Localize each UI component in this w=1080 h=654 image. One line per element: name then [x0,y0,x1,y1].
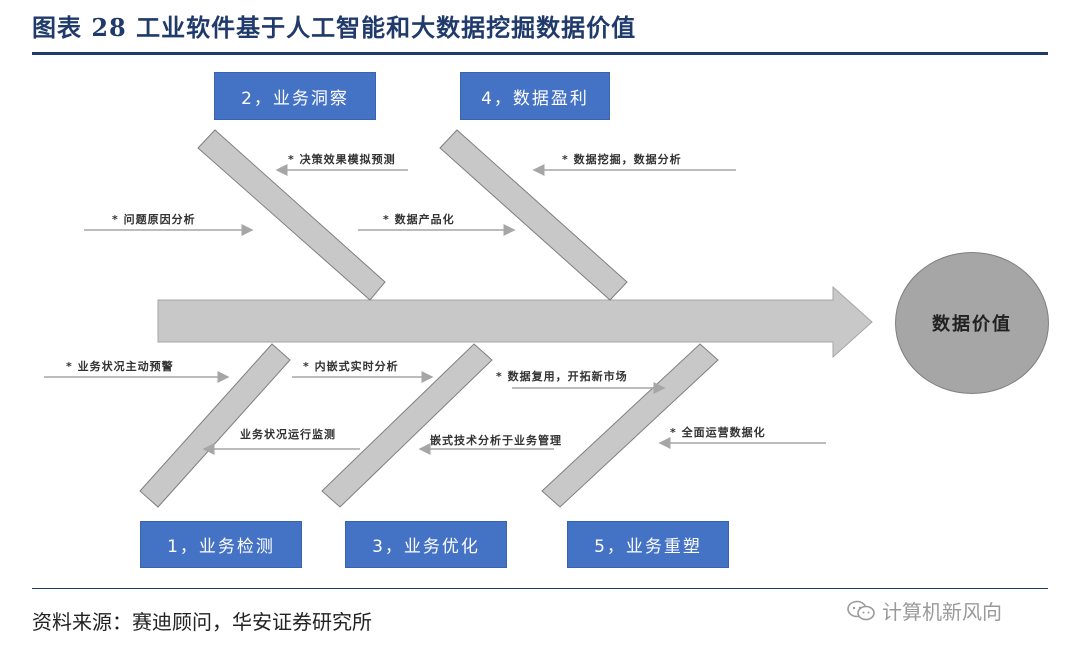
bone-data-profit [439,129,628,301]
cause-label: * 数据复用，开拓新市场 [496,370,628,383]
watermark: 计算机新风向 [846,596,1002,625]
bone-business-reshape [541,343,719,508]
title-divider [32,52,1048,55]
cause-label: * 数据产品化 [383,213,455,226]
category-box-business-insight: 2，业务洞察 [214,72,376,120]
source-note: 资料来源：赛迪顾问，华安证券研究所 [32,610,372,634]
cause-label: 嵌式技术分析于业务管理 [430,434,562,447]
wechat-icon [847,600,875,620]
category-box-business-detect: 1，业务检测 [140,521,302,568]
watermark-text: 计算机新风向 [882,600,1002,624]
category-box-data-profit: 4，数据盈利 [460,72,610,120]
cause-label: * 数据挖掘，数据分析 [562,153,682,166]
category-box-business-reshape: 5，业务重塑 [567,521,729,568]
cause-label: * 问题原因分析 [112,213,196,226]
cause-label: * 业务状况主动预警 [66,360,174,373]
cause-label: 业务状况运行监测 [240,428,336,441]
category-box-business-optimize: 3，业务优化 [345,521,507,568]
spine-arrow [157,285,873,359]
result-circle: 数据价值 [895,252,1049,394]
cause-label: * 全面运营数据化 [670,426,766,439]
cause-label: * 决策效果模拟预测 [288,153,396,166]
cause-label: * 内嵌式实时分析 [303,360,399,373]
bone-business-detect [139,343,291,508]
figure-title: 图表 28 工业软件基于人工智能和大数据挖掘数据价值 [32,13,637,42]
bone-business-insight [197,129,386,301]
footer-divider [32,588,1048,589]
bone-business-optimize [321,343,493,508]
